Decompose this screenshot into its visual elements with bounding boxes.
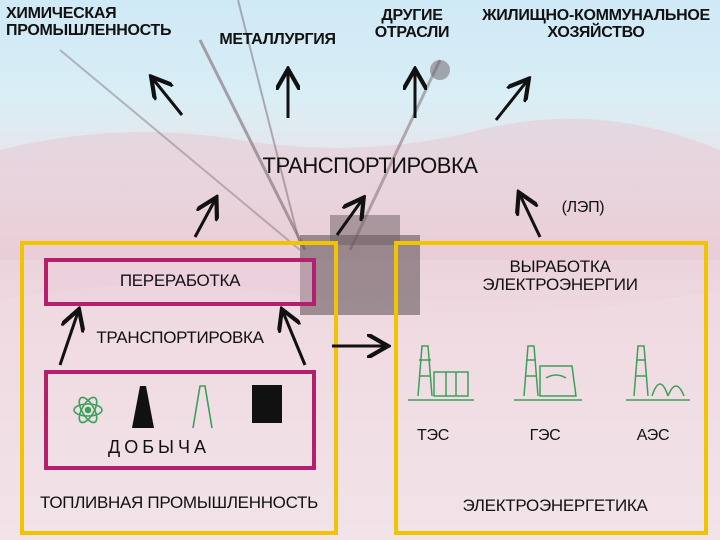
plant-ges-label: ГЭС <box>529 427 561 444</box>
plant-aes-label: АЭС <box>636 427 670 444</box>
hydro-plant-icon <box>514 345 582 401</box>
sector-chemical-label: ХИМИЧЕСКАЯ ПРОМЫШЛЕННОСТЬ <box>6 5 172 39</box>
sector-other-label: ДРУГИЕ ОТРАСЛИ <box>374 7 450 41</box>
thermal-plant-icon <box>408 345 474 401</box>
arrow-extraction-to-processing-right <box>283 312 307 366</box>
arrow-to-housing <box>494 81 527 121</box>
extraction-box <box>44 370 316 470</box>
sector-housing-label: ЖИЛИЩНО-КОММУНАЛЬНОЕ ХОЗЯЙСТВО <box>482 7 710 41</box>
atom-icon <box>73 396 103 424</box>
electric-power-title: ЭЛЕКТРОЭНЕРГЕТИКА <box>462 496 648 515</box>
gas-derrick-icon <box>192 385 213 429</box>
sector-metallurgy-label: МЕТАЛЛУРГИЯ <box>219 31 336 48</box>
arrow-lep-to-transport <box>520 195 542 238</box>
processing-box <box>44 258 316 306</box>
extraction-label: ДОБЫЧА <box>108 437 210 457</box>
electric-power-frame <box>394 241 708 535</box>
oil-derrick-icon <box>132 386 154 428</box>
fuel-industry-frame <box>20 241 338 535</box>
arrow-extraction-to-processing-left <box>58 312 78 366</box>
arrow-to-chemical <box>153 79 184 116</box>
processing-label: ПЕРЕРАБОТКА <box>119 271 241 290</box>
fuel-industry-title: ТОПЛИВНАЯ ПРОМЫШЛЕННОСТЬ <box>40 493 318 512</box>
generation-label: ВЫРАБОТКА ЭЛЕКТРОЭНЕРГИИ <box>482 257 638 294</box>
main-transport-label: ТРАНСПОРТИРОВКА <box>262 153 478 178</box>
arrow-processing-to-transport <box>193 200 215 238</box>
coal-block-icon <box>252 385 282 423</box>
plant-tes-label: ТЭС <box>417 427 449 444</box>
fuel-transport-label: ТРАНСПОРТИРОВКА <box>96 328 264 347</box>
lep-label: (ЛЭП) <box>561 199 605 216</box>
nuclear-plant-icon <box>626 345 690 401</box>
arrow-center-to-transport <box>335 200 362 236</box>
